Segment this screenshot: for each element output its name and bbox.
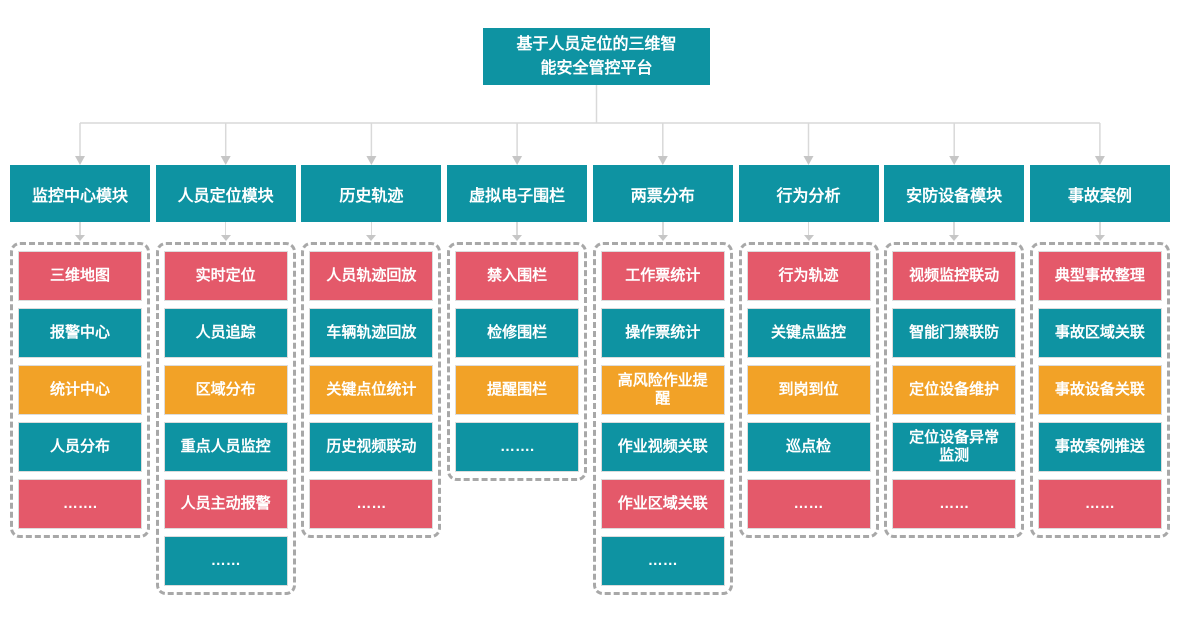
item-box: 禁入围栏 [455, 251, 580, 301]
item-box: 人员分布 [18, 422, 142, 472]
item-box: 人员主动报警 [163, 479, 288, 529]
item-box: 事故案例推送 [1037, 422, 1162, 472]
item-box: ……. [18, 479, 142, 529]
item-box: …… [1037, 479, 1162, 529]
connector-line [516, 222, 518, 235]
item-box: 统计中心 [18, 365, 142, 415]
item-box: 作业视频关联 [600, 422, 725, 472]
item-box: 车辆轨迹回放 [309, 308, 434, 358]
item-box: 定位设备维护 [892, 365, 1017, 415]
item-box: 提醒围栏 [455, 365, 580, 415]
items-container: 人员轨迹回放车辆轨迹回放关键点位统计历史视频联动 …… [301, 242, 442, 538]
item-box: 历史视频联动 [309, 422, 434, 472]
item-box: 关键点位统计 [309, 365, 434, 415]
item-box: 三维地图 [18, 251, 142, 301]
items-container: 三维地图报警中心统计中心人员分布 ……. [10, 242, 150, 538]
column-header: 监控中心模块 [10, 165, 150, 222]
connector-line [807, 222, 810, 235]
header-to-items-connector [1030, 222, 1170, 242]
item-box: 检修围栏 [455, 308, 580, 358]
item-box: …… [600, 536, 725, 586]
column-8: 事故案例典型事故整理事故区域关联事故设备关联事故案例推送 …… [1029, 165, 1170, 538]
arrow-down-icon [949, 235, 960, 241]
item-box: …… [892, 479, 1017, 529]
header-to-items-connector [156, 222, 296, 242]
column-1: 监控中心模块三维地图报警中心统计中心人员分布 ……. [10, 165, 150, 538]
item-box: 智能门禁联防 [892, 308, 1017, 358]
arrow-down-icon [75, 235, 85, 241]
header-to-items-connector [301, 222, 441, 242]
items-container: 工作票统计操作票统计高风险作业提 醒作业视频关联作业区域关联 …… [592, 242, 733, 595]
item-box: …… [309, 479, 434, 529]
item-box: 人员轨迹回放 [309, 251, 434, 301]
items-container: 典型事故整理事故区域关联事故设备关联事故案例推送 …… [1029, 242, 1170, 538]
connector-line [662, 222, 664, 235]
item-box: 关键点监控 [746, 308, 871, 358]
column-4: 虚拟电子围栏禁入围栏检修围栏提醒围栏 ……. [447, 165, 588, 481]
connector-line [370, 222, 373, 235]
item-box: 操作票统计 [600, 308, 725, 358]
column-header: 行为分析 [738, 165, 879, 222]
item-box: 高风险作业提 醒 [600, 365, 725, 415]
column-header: 两票分布 [592, 165, 733, 222]
column-header: 虚拟电子围栏 [447, 165, 588, 222]
arrow-down-icon [803, 235, 814, 241]
item-box: 作业区域关联 [600, 479, 725, 529]
header-to-items-connector [739, 222, 879, 242]
item-box: 工作票统计 [600, 251, 725, 301]
items-container: 实时定位人员追踪区域分布重点人员监控人员主动报警 …… [155, 242, 296, 595]
header-to-items-connector [884, 222, 1024, 242]
arrow-down-icon [1094, 235, 1105, 241]
item-box: 区域分布 [163, 365, 288, 415]
header-to-items-connector [447, 222, 587, 242]
item-box: ……. [455, 422, 580, 472]
column-header: 历史轨迹 [301, 165, 442, 222]
header-to-items-connector [10, 222, 150, 242]
item-box: 人员追踪 [163, 308, 288, 358]
item-box: 事故设备关联 [1037, 365, 1162, 415]
item-box: 重点人员监控 [163, 422, 288, 472]
item-box: …… [163, 536, 288, 586]
column-header: 人员定位模块 [155, 165, 296, 222]
tree-connector-lines [75, 85, 1105, 165]
arrow-down-icon [366, 235, 377, 241]
connector-line [224, 222, 227, 235]
arrow-down-icon [220, 235, 231, 241]
connector-line [1099, 222, 1101, 235]
column-7: 安防设备模块视频监控联动智能门禁联防定位设备维护定位设备异常 监测 …… [884, 165, 1025, 538]
items-container: 视频监控联动智能门禁联防定位设备维护定位设备异常 监测 …… [884, 242, 1025, 538]
item-box: 行为轨迹 [746, 251, 871, 301]
item-box: 实时定位 [163, 251, 288, 301]
column-5: 两票分布工作票统计操作票统计高风险作业提 醒作业视频关联作业区域关联 …… [592, 165, 733, 595]
column-2: 人员定位模块实时定位人员追踪区域分布重点人员监控人员主动报警 …… [155, 165, 296, 595]
item-box: 视频监控联动 [892, 251, 1017, 301]
connector-line [953, 222, 955, 235]
column-6: 行为分析行为轨迹关键点监控到岗到位巡点检 …… [738, 165, 879, 538]
items-container: 行为轨迹关键点监控到岗到位巡点检 …… [738, 242, 879, 538]
item-box: 报警中心 [18, 308, 142, 358]
arrow-down-icon [512, 235, 523, 241]
item-box: 事故区域关联 [1037, 308, 1162, 358]
item-box: 典型事故整理 [1037, 251, 1162, 301]
column-header: 安防设备模块 [884, 165, 1025, 222]
item-box: 巡点检 [746, 422, 871, 472]
header-to-items-connector [593, 222, 733, 242]
item-box: …… [746, 479, 871, 529]
items-container: 禁入围栏检修围栏提醒围栏 ……. [447, 242, 588, 481]
connector-line [79, 222, 81, 235]
root-node-title: 基于人员定位的三维智 能安全管控平台 [483, 28, 710, 85]
column-3: 历史轨迹人员轨迹回放车辆轨迹回放关键点位统计历史视频联动 …… [301, 165, 442, 538]
item-box: 到岗到位 [746, 365, 871, 415]
arrow-down-icon [657, 235, 668, 241]
item-box: 定位设备异常 监测 [892, 422, 1017, 472]
column-header: 事故案例 [1029, 165, 1170, 222]
